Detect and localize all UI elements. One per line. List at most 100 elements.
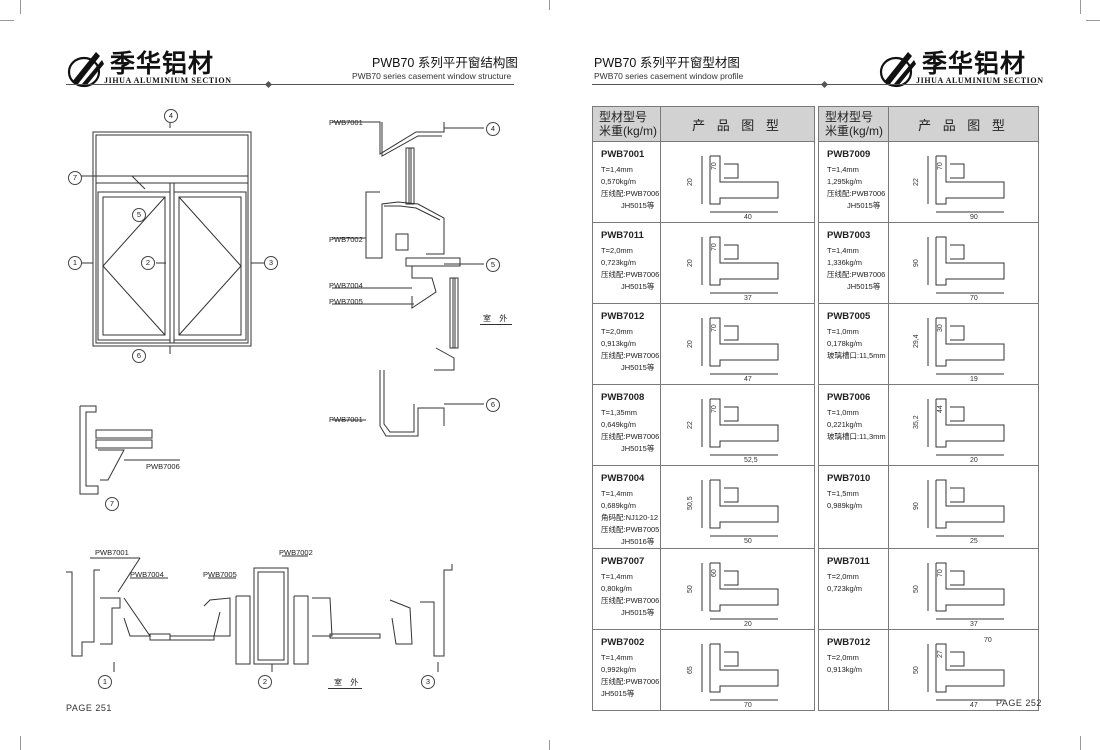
profile-spec-line: T=1,5mm	[827, 489, 859, 498]
dimension-value: 70	[711, 162, 718, 170]
header-rule-ornament	[264, 80, 273, 89]
brand-mark-icon	[67, 52, 104, 88]
profile-spec-line: 0,989kg/m	[827, 501, 863, 510]
brand-name-cn-right: 季华铝材	[922, 49, 1027, 78]
profile-code: PWB7011	[601, 230, 644, 241]
dimension-value: 29,4	[913, 334, 920, 348]
bottom-label-pwb7004: PWB7004	[130, 570, 164, 579]
profile-drawing: 90 70	[913, 236, 1005, 302]
profile-code: PWB7008	[601, 392, 645, 403]
profile-outline	[935, 562, 1005, 612]
profile-code: PWB7002	[601, 637, 645, 648]
section-label-pwb7001-bottom: PWB7001	[329, 415, 363, 424]
profile-spec-line: 0,649kg/m	[601, 420, 637, 429]
profile-outline	[709, 479, 779, 529]
dimension-value: 37	[970, 621, 978, 628]
dimension-value: 90	[913, 502, 920, 510]
brand-logo: 季华铝材 JIHUA ALUMINIUM SECTION	[66, 44, 231, 94]
dimension-value: 20	[687, 178, 694, 186]
elevation-mark-1: 1	[68, 256, 82, 270]
crop-mark	[20, 736, 21, 750]
header-figure-right: 产 品 图 型	[888, 106, 1039, 142]
detail-7-drawing	[79, 405, 180, 495]
crop-mark	[1080, 0, 1081, 14]
dimension-value: 22	[913, 178, 920, 186]
section-mark-4: 4	[486, 122, 500, 136]
profile-code: PWB7005	[827, 311, 871, 322]
profile-spec-line: T=2,0mm	[827, 653, 859, 662]
bottom-outdoor-label: 室 外	[334, 678, 362, 687]
profile-slot	[950, 651, 965, 667]
header-rule-right	[592, 84, 1038, 85]
profile-spec-line: T=1,35mm	[601, 408, 638, 417]
crop-mark	[1086, 20, 1100, 21]
profile-spec-line: 玻璃槽口:11,3mm	[827, 432, 886, 441]
profile-slot	[950, 244, 965, 260]
profile-spec-line: 0,178kg/m	[827, 339, 863, 348]
profile-spec-line: T=1,4mm	[601, 572, 633, 581]
dimension-value: 35,2	[913, 415, 920, 429]
dimension-value: 27	[937, 650, 944, 658]
elevation-mark-6: 6	[132, 349, 146, 363]
profile-spec-line: T=1,4mm	[601, 165, 633, 174]
profile-spec-line: T=1,4mm	[601, 489, 633, 498]
profile-spec-line: 0,221kg/m	[827, 420, 863, 429]
window-elevation-drawing	[80, 116, 264, 354]
elevation-mark-3: 3	[264, 256, 278, 270]
profile-spec-line: 1,336kg/m	[827, 258, 863, 267]
dimension-value: 70	[984, 637, 992, 644]
section-label-pwb7001: PWB7001	[329, 118, 363, 127]
dimension-value: 70	[744, 702, 752, 709]
dimension-value: 90	[913, 259, 920, 267]
profile-outline	[709, 155, 779, 205]
header-rule	[66, 84, 514, 85]
detail-7-label: PWB7006	[146, 462, 180, 471]
profile-spec-line: 0,723kg/m	[601, 258, 637, 267]
profile-spec-line: 压线配:PWB7006	[601, 596, 660, 605]
profile-spec-line: 0,992kg/m	[601, 665, 637, 674]
vertical-section-drawing	[332, 121, 484, 437]
profile-spec-line: 0,913kg/m	[827, 665, 863, 674]
profile-spec-line: T=2,0mm	[601, 246, 633, 255]
dimension-value: 70	[711, 324, 718, 332]
profile-code: PWB7012	[827, 637, 871, 648]
dimension-value: 20	[687, 259, 694, 267]
dimension-value: 50	[744, 538, 752, 545]
profile-slot	[724, 325, 739, 341]
dimension-value: 44	[937, 405, 944, 413]
elevation-mark-7: 7	[68, 171, 82, 185]
profile-code: PWB7006	[827, 392, 871, 403]
dimension-value: 30	[937, 324, 944, 332]
profile-compat: JH5015等	[621, 363, 655, 372]
profile-outline	[709, 643, 779, 693]
dimension-value: 70	[711, 405, 718, 413]
section-label-pwb7005: PWB7005	[329, 297, 363, 306]
dimension-value: 20	[970, 457, 978, 464]
profile-compat: JH5015等	[621, 444, 655, 453]
dimension-value: 60	[711, 569, 718, 577]
profile-compat: JH5015等	[847, 282, 881, 291]
profile-spec-line: T=1,4mm	[827, 165, 859, 174]
profile-slot	[950, 570, 965, 586]
section-label-pwb7004: PWB7004	[329, 281, 363, 290]
crop-mark	[0, 20, 14, 21]
profile-code: PWB7004	[601, 473, 645, 484]
dimension-value: 70	[970, 295, 978, 302]
